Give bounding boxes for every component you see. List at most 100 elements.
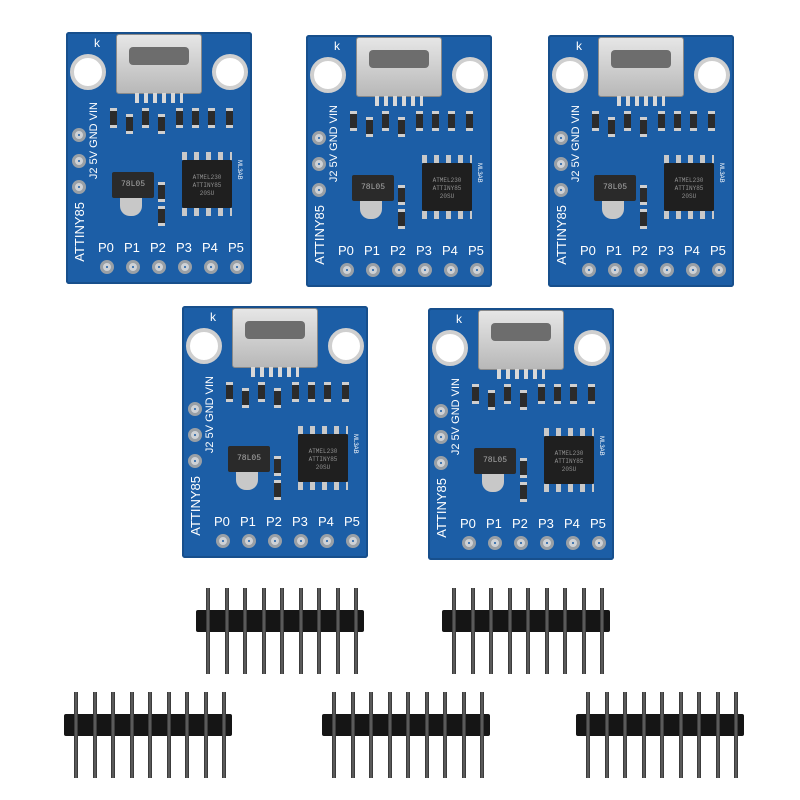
mounting-hole: [694, 57, 730, 93]
side-label: VIN: [570, 105, 582, 124]
header-pin: [148, 692, 152, 778]
mounting-hole: [432, 330, 468, 366]
attiny85-chip: ATMEL230 ATTINY85 20SU: [298, 434, 348, 482]
chip-line: 20SU: [681, 193, 697, 200]
usb-pins: [617, 96, 665, 106]
smd-component: [398, 185, 405, 205]
header-pin: [129, 692, 134, 778]
side-pad: [312, 131, 326, 145]
pin-label: P0: [214, 514, 230, 529]
pin-label: P0: [460, 516, 476, 531]
io-pad: [216, 534, 230, 548]
chip-line: ATMEL230: [192, 174, 222, 181]
pin-label: P2: [632, 243, 648, 258]
io-pad: [462, 536, 476, 550]
io-pad: [230, 260, 244, 274]
smd-component: [350, 111, 357, 131]
chip-label: ATMEL230 ATTINY85 20SU: [668, 177, 710, 201]
side-label: 5V: [88, 150, 100, 165]
header-pin: [424, 692, 429, 778]
usb-pins: [251, 367, 299, 377]
chip-line: ATTINY85: [308, 456, 338, 463]
header-pin: [489, 588, 493, 674]
header-pin: [387, 692, 392, 778]
header-pin: [206, 588, 210, 674]
smd-component: [520, 390, 527, 410]
header-pin: [166, 692, 171, 778]
header-pin: [203, 692, 208, 778]
io-pad: [242, 534, 256, 548]
header-pin: [660, 692, 664, 778]
io-pad: [268, 534, 282, 548]
smd-component: [592, 111, 599, 131]
smd-component: [588, 384, 595, 404]
io-pad: [204, 260, 218, 274]
io-pad: [346, 534, 360, 548]
smd-component: [192, 108, 199, 128]
io-pad: [418, 263, 432, 277]
smd-component: [416, 111, 423, 131]
header-pin: [470, 588, 475, 674]
pin-label: P4: [442, 243, 458, 258]
silkscreen-code: ML3AB: [352, 434, 358, 454]
side-label: J2: [328, 170, 340, 183]
side-label: 5V: [204, 424, 216, 439]
smd-component: [608, 117, 615, 137]
header-pin: [507, 588, 512, 674]
chip-line: ATMEL230: [674, 177, 704, 184]
smd-component: [208, 108, 215, 128]
side-labels: J2 5V GND VIN: [204, 376, 216, 453]
io-pad: [582, 263, 596, 277]
header-pin: [74, 692, 78, 778]
io-pad: [488, 536, 502, 550]
chip-pins: [544, 484, 594, 492]
smd-component: [472, 384, 479, 404]
smd-component: [126, 114, 133, 134]
chip-pins: [664, 155, 714, 163]
regulator: 78L05: [594, 175, 636, 201]
io-pad: [592, 536, 606, 550]
smd-component: [432, 111, 439, 131]
header-pin: [678, 692, 683, 778]
io-pad: [566, 536, 580, 550]
io-pad: [712, 263, 726, 277]
chip-pins: [422, 211, 472, 219]
io-pad: [294, 534, 308, 548]
io-pad: [126, 260, 140, 274]
header-pin: [581, 588, 586, 674]
header-pin: [526, 588, 530, 674]
pin-label: P1: [240, 514, 256, 529]
io-pad: [152, 260, 166, 274]
board-title: ATTINY85: [434, 478, 449, 538]
header-pin: [480, 692, 484, 778]
chip-line: ATTINY85: [192, 182, 222, 189]
header-pin: [443, 692, 447, 778]
side-pad: [188, 402, 202, 416]
side-label: J2: [88, 167, 100, 180]
pin-header-strip: [442, 588, 610, 674]
pin-label: P1: [486, 516, 502, 531]
pin-label: P4: [684, 243, 700, 258]
usb-pins: [375, 96, 423, 106]
attiny85-chip: ATMEL230 ATTINY85 20SU: [544, 436, 594, 484]
regulator-label: 78L05: [236, 454, 261, 463]
smd-component: [708, 111, 715, 131]
pin-label: P1: [364, 243, 380, 258]
header-pin: [335, 588, 340, 674]
chip-pins: [664, 211, 714, 219]
silkscreen-code: ML3AB: [598, 436, 604, 456]
side-pad: [72, 180, 86, 194]
board-title: ATTINY85: [188, 476, 203, 536]
smd-component: [158, 206, 165, 226]
header-pin: [332, 692, 336, 778]
header-pin: [224, 588, 229, 674]
micro-usb-connector: [478, 310, 564, 379]
side-pad: [554, 157, 568, 171]
k-label: k: [576, 39, 582, 53]
chip-line: ATTINY85: [554, 458, 584, 465]
side-labels: J2 5V GND VIN: [570, 105, 582, 182]
chip-line: ATMEL230: [554, 450, 584, 457]
header-pin: [243, 588, 247, 674]
io-pad: [178, 260, 192, 274]
side-label: GND: [450, 399, 462, 424]
